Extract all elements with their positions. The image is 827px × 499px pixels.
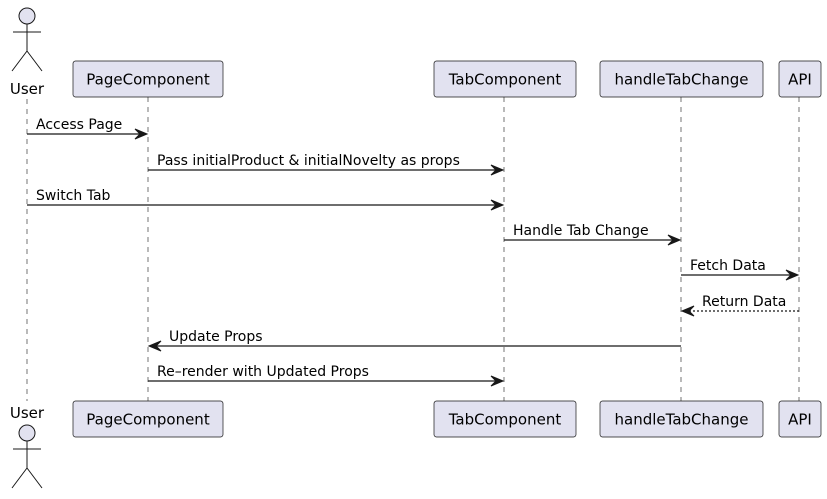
- participant-box: [433, 400, 577, 438]
- message-6: Return Data: [680, 294, 799, 317]
- actor-head-icon: [18, 7, 36, 25]
- participant-api-bottom: API: [778, 400, 822, 438]
- actor-label: User: [10, 80, 45, 98]
- arrowhead-icon: [490, 164, 505, 176]
- message-label: Pass initialProduct & initialNovelty as …: [157, 153, 460, 169]
- message-label: Handle Tab Change: [513, 223, 649, 239]
- participant-box: [778, 60, 822, 98]
- message-2: Pass initialProduct & initialNovelty as …: [148, 153, 505, 176]
- actor-label: User: [10, 404, 45, 422]
- participants-top: User PageComponent TabComponent handleTabCh…: [10, 7, 822, 98]
- participant-label: handleTabChange: [615, 411, 749, 429]
- participant-label: API: [788, 411, 812, 429]
- participant-page-bottom: PageComponent: [72, 400, 224, 438]
- participant-label: TabComponent: [448, 71, 562, 89]
- arrowhead-icon: [490, 199, 505, 211]
- participant-box: [433, 60, 577, 98]
- message-5: Fetch Data: [681, 258, 800, 281]
- arrowhead-icon: [680, 305, 695, 317]
- message-1: Access Page: [27, 117, 149, 140]
- actor-body-icon: [11, 24, 43, 72]
- message-7: Update Props: [147, 329, 681, 352]
- participant-label: TabComponent: [448, 411, 562, 429]
- arrowhead-icon: [134, 128, 149, 140]
- participant-box: [599, 400, 764, 438]
- message-8: Re–render with Updated Props: [148, 364, 505, 387]
- participant-handle-bottom: handleTabChange: [599, 400, 764, 438]
- participant-label: handleTabChange: [615, 71, 749, 89]
- message-label: Update Props: [169, 329, 263, 345]
- message-label: Fetch Data: [690, 258, 766, 274]
- actor-body-icon: [11, 441, 43, 489]
- participant-box: [72, 400, 224, 438]
- participant-page-top: PageComponent: [72, 60, 224, 98]
- message-label: Switch Tab: [36, 188, 111, 204]
- actor-user-top: User: [10, 7, 45, 98]
- arrowhead-icon: [147, 340, 162, 352]
- arrowhead-icon: [785, 269, 800, 281]
- message-3: Switch Tab: [27, 188, 505, 211]
- message-label: Re–render with Updated Props: [157, 364, 369, 380]
- participant-label: PageComponent: [86, 71, 210, 89]
- participant-label: API: [788, 71, 812, 89]
- participant-box: [599, 60, 764, 98]
- participant-box: [72, 60, 224, 98]
- participant-tab-bottom: TabComponent: [433, 400, 577, 438]
- message-label: Return Data: [702, 294, 786, 310]
- message-4: Handle Tab Change: [504, 223, 682, 246]
- message-label: Access Page: [36, 117, 122, 133]
- arrowhead-icon: [490, 375, 505, 387]
- arrowhead-icon: [667, 234, 682, 246]
- participant-label: PageComponent: [86, 411, 210, 429]
- participant-tab-top: TabComponent: [433, 60, 577, 98]
- participants-bottom: User PageComponent TabComponent handleTabCh…: [10, 400, 822, 489]
- actor-user-bottom: User: [10, 404, 45, 489]
- participant-handle-top: handleTabChange: [599, 60, 764, 98]
- lifelines: [26, 97, 800, 401]
- participant-api-top: API: [778, 60, 822, 98]
- participant-box: [778, 400, 822, 438]
- actor-head-icon: [18, 424, 36, 442]
